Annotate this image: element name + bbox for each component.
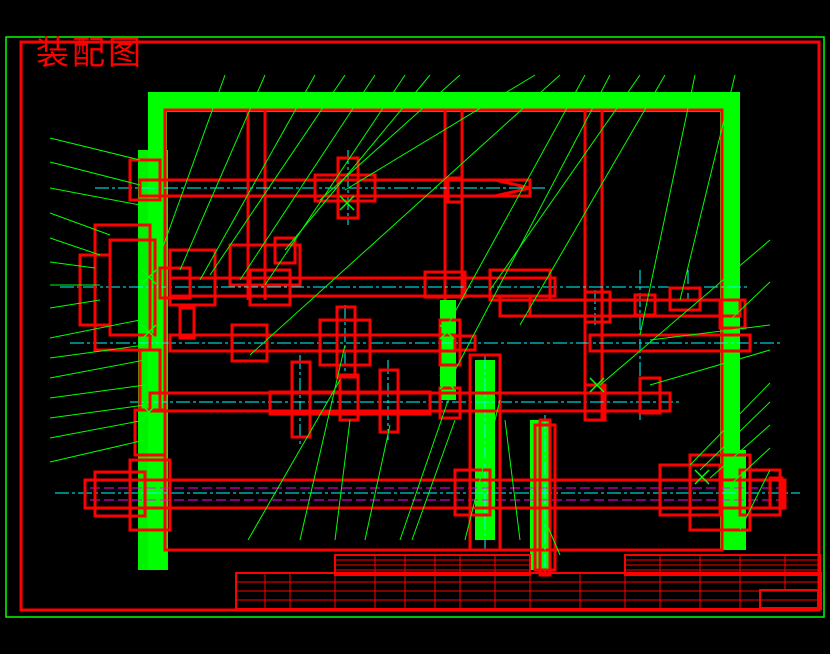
centerlines: [55, 150, 800, 575]
left-clutch-pack: [93, 223, 152, 352]
main-spindle: [83, 478, 787, 510]
leader-lines: [49, 74, 771, 556]
sheet-border: [5, 36, 825, 618]
bearing-marks: [141, 195, 710, 485]
housing-outline: [163, 108, 724, 552]
shaft-4: [498, 298, 742, 318]
gearbox-housing: [138, 92, 746, 570]
title-block-grid: [236, 555, 820, 609]
shafts-and-gears: [78, 156, 787, 577]
drawing-title: 装配图: [36, 33, 144, 72]
